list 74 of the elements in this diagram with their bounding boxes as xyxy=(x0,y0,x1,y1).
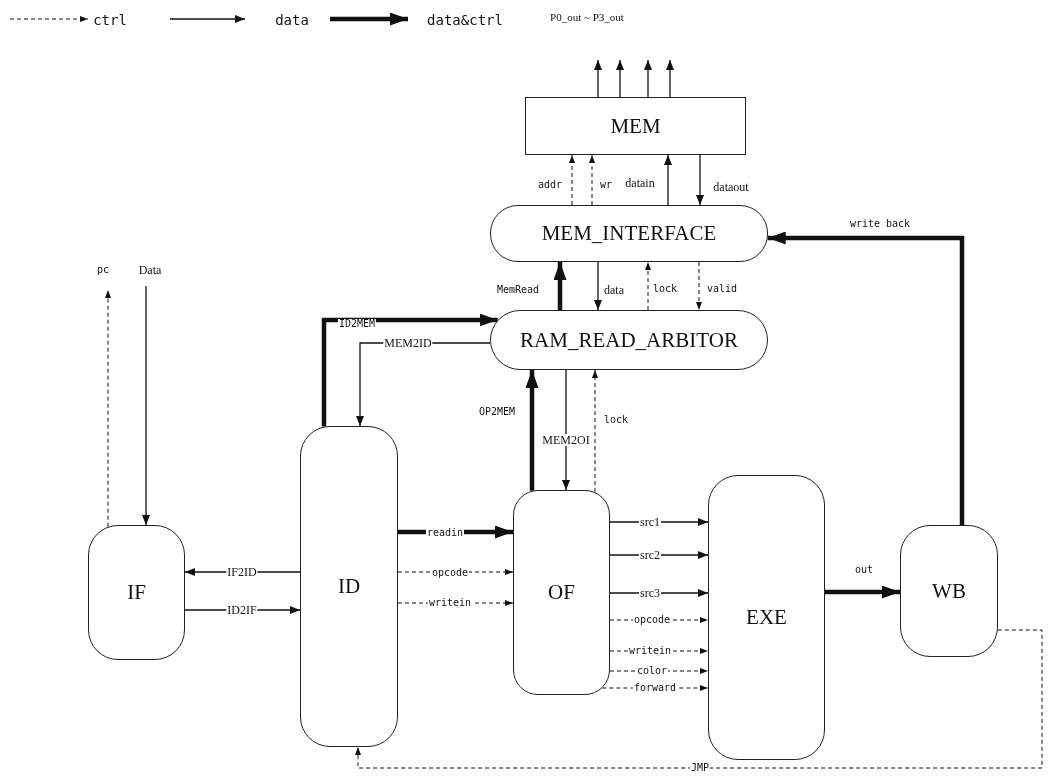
edge-label: Data xyxy=(137,264,163,276)
edge-label: addr xyxy=(536,180,564,190)
edge-label: IF2ID xyxy=(226,566,258,578)
arrow xyxy=(553,262,567,310)
edge-label: MEM2ID xyxy=(383,337,433,349)
arrow xyxy=(569,154,575,206)
edge-label: src3 xyxy=(639,587,661,599)
arrow xyxy=(616,59,624,98)
stage-box xyxy=(900,525,998,657)
arrow xyxy=(562,369,570,491)
edge-label: writein xyxy=(427,598,473,608)
legend-label: data&ctrl xyxy=(427,13,503,27)
node-label: ID xyxy=(337,574,361,599)
stage-box xyxy=(490,205,768,262)
node-label: WB xyxy=(932,578,966,604)
edge-label: data xyxy=(603,284,625,296)
arrow xyxy=(825,585,900,599)
stage-box xyxy=(708,475,825,760)
legend-label: ctrl xyxy=(93,13,127,27)
node-label: EXE xyxy=(746,605,787,630)
arrow xyxy=(696,154,704,206)
edge-label: pc xyxy=(96,265,110,275)
edge-label: writein xyxy=(627,646,673,656)
edge-label: write back xyxy=(848,219,912,229)
edge-label: color xyxy=(635,666,669,676)
arrow xyxy=(645,261,651,311)
stage-box xyxy=(490,310,768,370)
node-label: RAM_READ_ARBITOR xyxy=(520,327,738,353)
edge-label: src2 xyxy=(639,549,661,561)
arrow xyxy=(594,261,602,311)
edge-label: out xyxy=(853,565,875,575)
arrow xyxy=(609,551,709,559)
arrow xyxy=(592,369,598,493)
signal-label: P0_out ~ P3_out xyxy=(550,11,624,23)
edge-label: ID2IF xyxy=(226,604,258,616)
arrow xyxy=(644,59,652,98)
edge-label: OP2MEM xyxy=(477,407,517,417)
stage-box xyxy=(513,490,610,695)
arrow xyxy=(767,231,965,525)
arrow xyxy=(664,154,672,206)
edge-label: MemRead xyxy=(495,285,541,295)
node-label: OF xyxy=(548,580,575,605)
edge-label: dataout xyxy=(712,181,750,193)
arrow xyxy=(105,289,111,528)
arrow xyxy=(142,285,150,526)
edge-label: src1 xyxy=(639,516,661,528)
edge-label: MEM2OI xyxy=(541,434,591,446)
edge-label: lock xyxy=(602,415,630,425)
arrow xyxy=(525,370,539,491)
stage-box xyxy=(88,525,185,660)
edge-label: opcode xyxy=(632,615,672,625)
arrow xyxy=(609,518,709,526)
node-label: MEM xyxy=(610,113,661,139)
stage-box xyxy=(300,426,398,747)
arrow xyxy=(696,261,702,311)
arrow xyxy=(589,154,595,206)
edge-label: opcode xyxy=(430,568,470,578)
node-label: MEM_INTERFACE xyxy=(541,221,717,246)
edge-label: valid xyxy=(705,284,739,294)
edge-label: wr xyxy=(599,180,613,190)
edge-label: ID2MEM xyxy=(337,319,377,329)
node-label: IF xyxy=(127,580,146,605)
edge-label: JMP xyxy=(689,763,711,773)
arrow xyxy=(609,589,709,597)
edge-label: readin xyxy=(425,528,465,538)
edge-label: forward xyxy=(632,683,678,693)
memory-box xyxy=(525,97,746,155)
arrow xyxy=(666,59,674,98)
edge-label: lock xyxy=(651,284,679,294)
legend-label: data xyxy=(275,13,309,27)
arrow xyxy=(594,59,602,98)
arrow xyxy=(321,313,498,427)
edge-label: datain xyxy=(624,177,656,189)
arrow xyxy=(355,629,1043,769)
